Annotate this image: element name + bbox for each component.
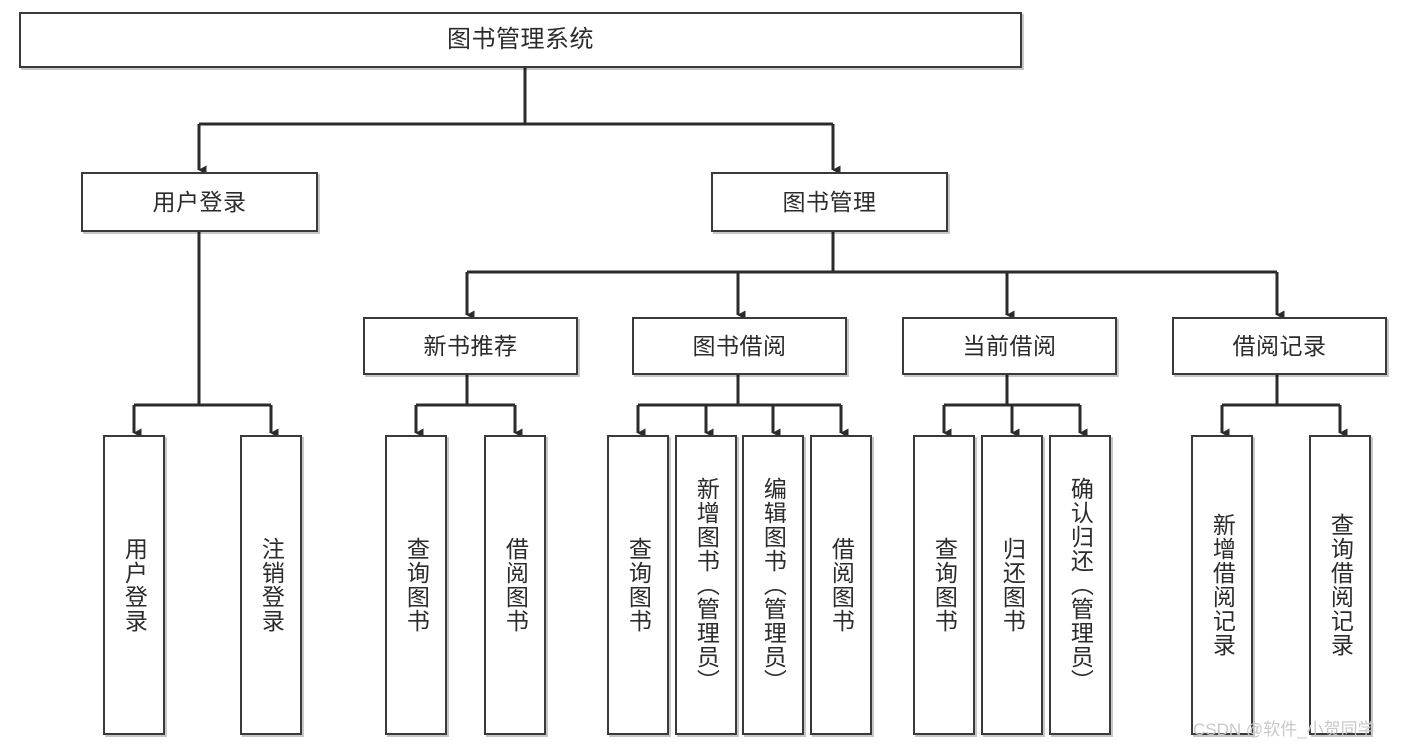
leaf-add-book-admin[interactable]: 新增图书（管理员） xyxy=(675,435,737,735)
node-label: 确认归还（管理员） xyxy=(1067,477,1094,693)
node-label: 新增借阅记录 xyxy=(1209,513,1236,657)
node-label: 查询图书 xyxy=(931,537,958,633)
node-label: 查询图书 xyxy=(625,537,652,633)
node-label: 图书管理系统 xyxy=(447,26,594,54)
node-label: 借阅图书 xyxy=(828,537,855,633)
leaf-user-login[interactable]: 用户登录 xyxy=(103,435,165,735)
node-label: 新书推荐 xyxy=(423,332,518,359)
leaf-query-borrow-record[interactable]: 查询借阅记录 xyxy=(1309,435,1371,735)
node-label: 借阅图书 xyxy=(502,537,529,633)
leaf-borrow-book[interactable]: 借阅图书 xyxy=(810,435,872,735)
leaf-query-book-current[interactable]: 查询图书 xyxy=(913,435,975,735)
node-borrow-record[interactable]: 借阅记录 xyxy=(1172,317,1387,375)
node-book-management[interactable]: 图书管理 xyxy=(711,172,948,232)
leaf-return-book[interactable]: 归还图书 xyxy=(981,435,1043,735)
node-label: 归还图书 xyxy=(999,537,1026,633)
leaf-add-borrow-record[interactable]: 新增借阅记录 xyxy=(1191,435,1253,735)
node-label: 用户登录 xyxy=(152,188,247,215)
node-label: 新增图书（管理员） xyxy=(693,477,720,693)
node-current-borrow[interactable]: 当前借阅 xyxy=(902,317,1117,375)
node-label: 用户登录 xyxy=(121,537,148,633)
node-label: 图书借阅 xyxy=(692,332,787,359)
leaf-confirm-return-admin[interactable]: 确认归还（管理员） xyxy=(1049,435,1111,735)
node-label: 借阅记录 xyxy=(1232,332,1327,359)
leaf-query-book-recommend[interactable]: 查询图书 xyxy=(385,435,447,735)
leaf-logout-login[interactable]: 注销登录 xyxy=(240,435,302,735)
node-label: 查询图书 xyxy=(403,537,430,633)
node-label: 注销登录 xyxy=(258,537,285,633)
csdn-watermark: CSDN @软件_小贺同学 xyxy=(1193,720,1375,739)
node-label: 图书管理 xyxy=(782,188,877,215)
leaf-query-book-borrow[interactable]: 查询图书 xyxy=(607,435,669,735)
leaf-borrow-book-recommend[interactable]: 借阅图书 xyxy=(484,435,546,735)
node-label: 当前借阅 xyxy=(962,332,1057,359)
node-user-login[interactable]: 用户登录 xyxy=(81,172,318,232)
leaf-edit-book-admin[interactable]: 编辑图书（管理员） xyxy=(742,435,804,735)
node-label: 编辑图书（管理员） xyxy=(760,477,787,693)
node-new-book-recommend[interactable]: 新书推荐 xyxy=(363,317,578,375)
node-root-book-management-system[interactable]: 图书管理系统 xyxy=(19,12,1022,68)
node-label: 查询借阅记录 xyxy=(1327,513,1354,657)
node-book-borrow[interactable]: 图书借阅 xyxy=(632,317,847,375)
